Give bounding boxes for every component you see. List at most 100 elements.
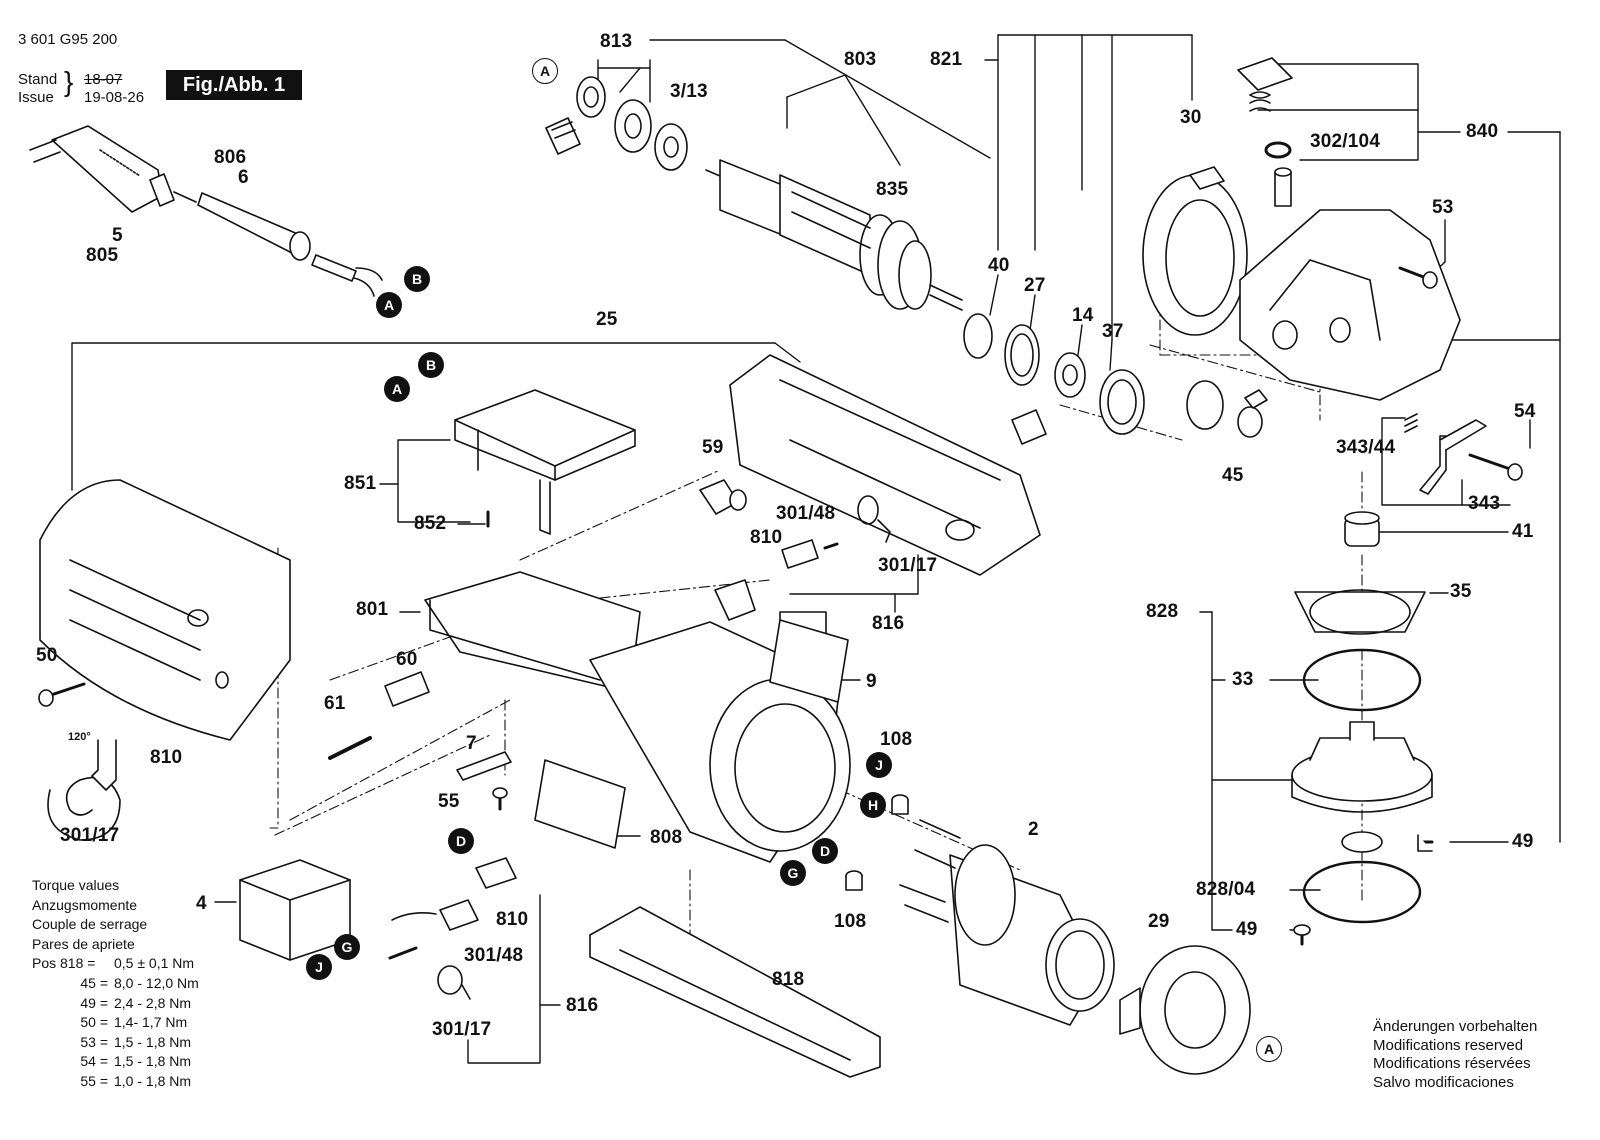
main-housing: [424, 571, 851, 863]
callout-821: 821: [930, 49, 963, 70]
gear-housing: [1237, 57, 1461, 401]
gear-head-cover: [729, 354, 1041, 576]
callout-40: 40: [988, 255, 1010, 276]
torque-pos: 50 =: [80, 1014, 108, 1031]
callout-49-lower: 49: [1236, 919, 1258, 940]
callout-343-44: 343/44: [1336, 437, 1396, 458]
part-number: 3 601 G95 200: [18, 31, 118, 48]
callout-54: 54: [1514, 401, 1536, 422]
torque-pos: Pos 818 =: [32, 955, 96, 972]
callout-810-upper: 810: [750, 527, 783, 548]
callout-810-left: 810: [150, 747, 183, 768]
torque-row: 45 = 8,0 - 12,0 Nm: [32, 974, 199, 994]
badge-J-right: J: [866, 752, 892, 778]
callout-840: 840: [1466, 121, 1499, 142]
bearing-rings: [963, 313, 1145, 445]
callout-851: 851: [344, 473, 377, 494]
callout-302-104: 302/104: [1310, 131, 1381, 152]
armature: [705, 159, 963, 311]
badge-A-cord: A: [376, 292, 402, 318]
note-fr: Modifications réservées: [1373, 1055, 1531, 1072]
torque-pos: 55 =: [80, 1072, 108, 1089]
torque-value: 1,5 - 1,8 Nm: [114, 1053, 192, 1070]
torque-pos: 45 =: [80, 974, 108, 991]
callout-816-lower: 816: [566, 995, 599, 1016]
torque-row: 50 = 1,4- 1,7 Nm: [32, 1013, 199, 1033]
callout-49-right: 49: [1512, 831, 1534, 852]
spindle-lock: [1186, 380, 1523, 495]
torque-value: 1,0 - 1,8 Nm: [114, 1072, 192, 1089]
callout-805: 805: [86, 245, 119, 266]
callout-343: 343: [1468, 493, 1501, 514]
callout-33: 33: [1232, 669, 1254, 690]
callout-108-upper: 108: [880, 729, 913, 750]
torque-row: Pos 818 = 0,5 ± 0,1 Nm: [32, 954, 199, 974]
callout-301-48-lower: 301/48: [464, 945, 524, 966]
badge-G-right: G: [780, 860, 806, 886]
callout-2: 2: [1028, 819, 1039, 840]
callout-803: 803: [844, 49, 877, 70]
note-es: Salvo modificaciones: [1373, 1073, 1514, 1091]
torque-values-table: Torque values Anzugsmomente Couple de se…: [32, 876, 199, 1092]
callout-301-48-upper: 301/48: [776, 503, 836, 524]
callout-41: 41: [1512, 521, 1534, 542]
angle-label: 120°: [68, 731, 91, 743]
figure-label: Fig./Abb. 1: [166, 70, 302, 100]
torque-value: 1,4- 1,7 Nm: [114, 1014, 188, 1031]
badge-D-right: D: [812, 838, 838, 864]
callout-301-17-lower: 301/17: [432, 1019, 492, 1040]
callout-14: 14: [1072, 305, 1094, 326]
badge-B-cord: B: [404, 266, 430, 292]
callout-37: 37: [1102, 321, 1124, 342]
callout-816-upper: 816: [872, 613, 905, 634]
callout-301-17-upper: 301/17: [878, 555, 938, 576]
callout-60: 60: [396, 649, 418, 670]
callout-29: 29: [1148, 911, 1170, 932]
issue-value: 19-08-26: [84, 89, 145, 106]
badge-J-left: J: [306, 954, 332, 980]
note-de: Änderungen vorbehalten: [1373, 1018, 1538, 1035]
callout-806: 806: [214, 147, 247, 168]
stand-value: 18-07: [84, 71, 123, 88]
torque-value: 2,4 - 2,8 Nm: [114, 994, 192, 1011]
badge-A-switch: A: [384, 376, 410, 402]
brush-holders: [388, 794, 909, 1000]
brace-icon: }: [64, 66, 74, 97]
torque-title-de: Anzugsmomente: [32, 896, 138, 913]
badge-H-right: H: [860, 792, 886, 818]
callout-50: 50: [36, 645, 58, 666]
badge-G-left: G: [334, 934, 360, 960]
torque-pos: 49 =: [80, 994, 108, 1011]
callout-45: 45: [1222, 465, 1244, 486]
callout-59: 59: [702, 437, 724, 458]
callout-828: 828: [1146, 601, 1179, 622]
handle-cover: [589, 906, 881, 1078]
callout-9: 9: [866, 671, 877, 692]
callout-108-lower: 108: [834, 911, 867, 932]
torque-title-en: Torque values: [32, 877, 120, 893]
stand-label: Stand: [18, 71, 58, 88]
torque-value: 8,0 - 12,0 Nm: [114, 974, 199, 991]
spring-810: [47, 739, 121, 841]
callout-55: 55: [438, 791, 460, 812]
cable-sleeve: [173, 191, 383, 297]
rear-cover: [38, 479, 291, 741]
callout-27: 27: [1024, 275, 1046, 296]
torque-pos: 54 =: [80, 1053, 108, 1070]
callout-3-13: 3/13: [670, 81, 708, 102]
fan-baffle: [1142, 166, 1248, 336]
callout-5: 5: [112, 225, 123, 246]
badge-A-endcap: A: [1256, 1036, 1282, 1062]
torque-title-es: Pares de apriete: [32, 935, 135, 952]
callout-852: 852: [414, 513, 447, 534]
stator: [899, 819, 1115, 1026]
torque-row: 55 = 1,0 - 1,8 Nm: [32, 1072, 199, 1092]
callout-61: 61: [324, 693, 346, 714]
callout-6: 6: [238, 167, 249, 188]
callout-301-17-left: 301/17: [60, 825, 120, 846]
callout-818: 818: [772, 969, 805, 990]
callout-828-04: 828/04: [1196, 879, 1256, 900]
screw-53: [1398, 266, 1438, 289]
issue-label: Issue: [18, 89, 54, 106]
